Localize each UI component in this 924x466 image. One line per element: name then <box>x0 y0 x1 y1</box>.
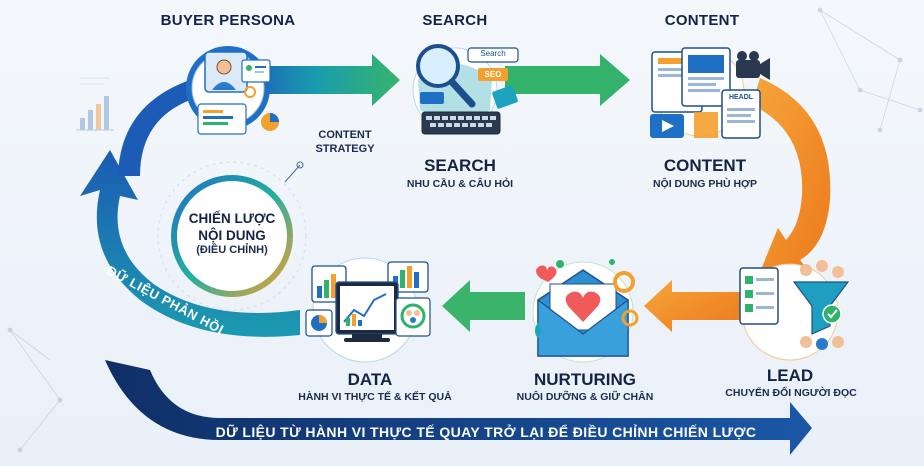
content-icon <box>650 47 770 139</box>
nurturing-subtitle: NUÔI DƯỠNG & GIỮ CHÂN <box>516 391 654 403</box>
arrow-content-to-lead <box>752 78 831 272</box>
data-subtitle: HÀNH VI THỰC TẾ & KẾT QUẢ <box>298 391 452 403</box>
buyer-persona-title: BUYER PERSONA <box>160 12 296 29</box>
arrow-search-to-content <box>505 54 630 106</box>
email-heart-icon <box>532 259 639 363</box>
center-line1: CHIẾN LƯỢC <box>188 211 276 226</box>
center-line3: (ĐIỀU CHỈNH) <box>196 244 268 256</box>
arrow-lead-to-nurturing <box>644 280 740 332</box>
funnel-icon <box>739 260 850 361</box>
data-title: DATA <box>347 370 393 389</box>
bottom-feedback-arrow <box>105 360 812 455</box>
content-strategy-line2: STRATEGY <box>315 143 375 155</box>
lead-subtitle: CHUYỂN ĐỔI NGƯỜI ĐỌC <box>725 387 857 399</box>
search-tag: Search <box>480 49 506 58</box>
center-strategy-label: CHIẾN LƯỢC NỘI DUNG (ĐIỀU CHỈNH) <box>174 210 290 256</box>
center-line2: NỘI DUNG <box>198 228 266 243</box>
search-title: SEARCH <box>424 156 496 175</box>
center-strategy-ring <box>171 175 293 297</box>
seo-tag: SEO <box>484 70 502 79</box>
arrow-nurturing-to-data <box>442 280 525 332</box>
search-icon <box>412 44 519 135</box>
arrow-persona-to-search <box>245 54 400 106</box>
content-strategy-line1: CONTENT <box>318 129 372 141</box>
persona-icon <box>186 46 279 135</box>
search-top-title: SEARCH <box>422 12 488 29</box>
content-title: CONTENT <box>663 156 747 175</box>
content-strategy-label: CONTENT STRATEGY <box>300 128 390 156</box>
content-subtitle: NỘI DUNG PHÙ HỢP <box>652 178 758 190</box>
nurturing-title: NURTURING <box>534 370 636 389</box>
left-feedback-arc <box>80 150 300 337</box>
upper-left-arc <box>118 80 190 176</box>
search-subtitle: NHU CẦU & CÂU HỎI <box>406 178 514 190</box>
content-top-title: CONTENT <box>664 12 740 29</box>
lead-title: LEAD <box>766 366 814 385</box>
headline-tag: HEADL <box>728 94 754 101</box>
bottom-feedback-label: DỮ LIỆU TỪ HÀNH VI THỰC TẾ QUAY TRỞ LẠI … <box>215 424 757 440</box>
dashboard-icon <box>305 257 431 363</box>
bar-chart-decoration-icon <box>76 77 114 131</box>
network-decoration-icon <box>7 7 923 453</box>
